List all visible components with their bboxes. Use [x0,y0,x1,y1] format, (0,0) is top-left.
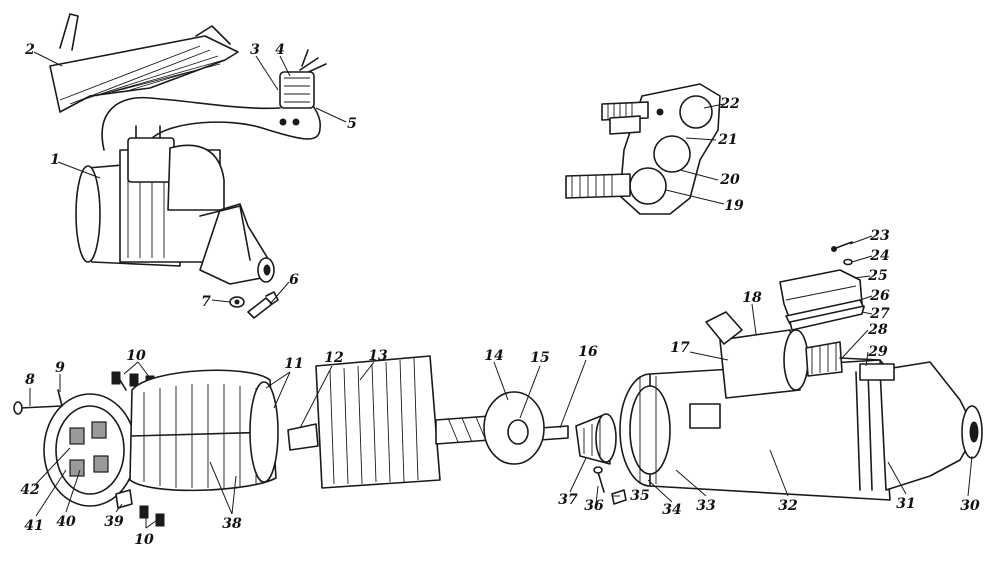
callout-8: 8 [25,372,35,388]
callout-32: 32 [778,498,798,514]
callout-40: 40 [56,514,76,530]
callout-23: 23 [870,228,890,244]
callout-29: 29 [868,344,888,360]
wiring-harness [101,49,327,151]
armature [287,355,569,489]
callout-21: 21 [718,132,738,148]
callout-34: 34 [662,502,682,518]
callout-10-bottom: 10 [134,532,154,548]
callout-19: 19 [724,198,744,214]
callout-31: 31 [896,496,916,512]
callout-4: 4 [275,42,285,58]
callout-28: 28 [868,322,888,338]
callout-24: 24 [870,248,890,264]
callout-3: 3 [250,42,260,58]
callout-39: 39 [104,514,124,530]
callout-5: 5 [347,116,357,132]
callout-20: 20 [720,172,740,188]
brake-washer [483,391,545,465]
commutator-end-cover [13,389,137,509]
terminal-plate-assembly [565,83,721,215]
cover-and-screws [779,241,865,331]
starter-housing [619,359,983,501]
callout-22: 22 [720,96,740,112]
callout-1: 1 [50,152,60,168]
callout-7: 7 [201,294,211,310]
field-coils [129,369,279,492]
callout-10-top: 10 [126,348,146,364]
mounting-bracket-shield [49,13,239,113]
callout-6: 6 [289,272,299,288]
callout-27: 27 [870,306,890,322]
callout-12: 12 [324,350,344,366]
starter-assembly [75,125,275,285]
callout-16: 16 [578,344,598,360]
callout-33: 33 [696,498,716,514]
callout-38: 38 [222,516,242,532]
leader-lines [29,51,973,529]
callout-17: 17 [670,340,690,356]
callout-42: 42 [20,482,40,498]
solenoid [705,311,895,399]
callout-9: 9 [55,360,65,376]
callout-36: 36 [584,498,604,514]
callout-11: 11 [284,356,304,372]
screw-and-washer [229,291,279,319]
callout-13: 13 [368,348,388,364]
callout-35: 35 [630,488,650,504]
drive-pinion [575,413,617,465]
callout-41: 41 [24,518,44,534]
callout-14: 14 [484,348,504,364]
callout-30: 30 [960,498,980,514]
callout-2: 2 [25,42,35,58]
callout-15: 15 [530,350,550,366]
bolts [593,466,627,505]
relay-unit [279,71,315,126]
callout-25: 25 [868,268,888,284]
callout-18: 18 [742,290,762,306]
callout-26: 26 [870,288,890,304]
callout-37: 37 [558,492,578,508]
